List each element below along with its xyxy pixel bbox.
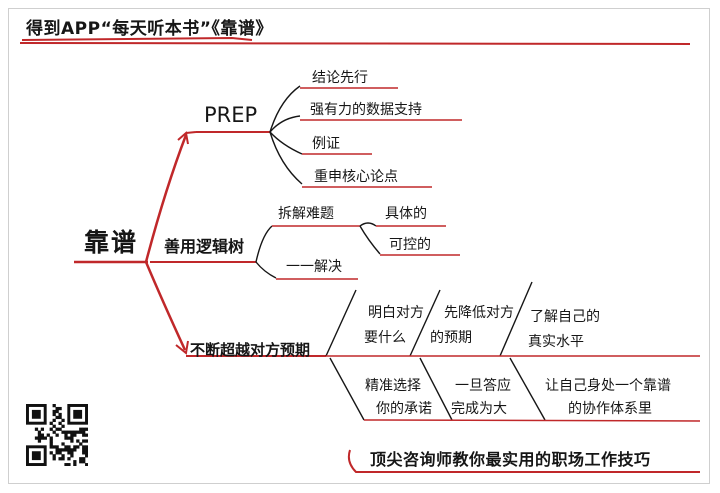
exceed-lower-2-line-2: 完成为大: [451, 401, 507, 417]
logic-split-item-1: 具体的: [385, 206, 427, 222]
prep-item-2: 强有力的数据支持: [310, 102, 422, 118]
logic-split: 拆解难题: [278, 206, 334, 222]
page-frame: [8, 8, 710, 484]
exceed-lower-2-line-1: 一旦答应: [455, 378, 511, 394]
prep-item-1: 结论先行: [312, 70, 368, 86]
exceed-upper-3-line-2: 真实水平: [528, 334, 584, 350]
root-node: 靠谱: [84, 228, 139, 257]
exceed-lower-3-line-2: 的协作体系里: [568, 401, 652, 417]
branch-prep: PREP: [204, 103, 258, 127]
logic-split-item-2: 可控的: [389, 237, 431, 253]
exceed-lower-1-line-2: 你的承诺: [376, 401, 432, 417]
exceed-upper-3-line-1: 了解自己的: [530, 309, 600, 325]
exceed-lower-3-line-1: 让自己身处一个靠谱: [545, 378, 671, 394]
page-title: 得到APP“每天听本书”《靠谱》: [26, 19, 273, 39]
exceed-upper-2-line-2: 的预期: [430, 330, 472, 346]
prep-item-4: 重申核心论点: [314, 169, 398, 185]
exceed-upper-1-line-1: 明白对方: [368, 305, 424, 321]
branch-logic-tree: 善用逻辑树: [164, 237, 245, 256]
qr-code-icon[interactable]: [26, 404, 88, 466]
branch-exceed-expectations: 不断超越对方预期: [190, 341, 311, 359]
exceed-lower-1-line-1: 精准选择: [365, 378, 421, 394]
bottom-banner: 顶尖咨询师教你最实用的职场工作技巧: [370, 450, 651, 469]
logic-solve: 一一解决: [286, 259, 342, 275]
exceed-upper-1-line-2: 要什么: [364, 330, 406, 346]
prep-item-3: 例证: [312, 136, 340, 152]
qr-code-graphic: [26, 404, 88, 466]
exceed-upper-2-line-1: 先降低对方: [444, 305, 514, 321]
